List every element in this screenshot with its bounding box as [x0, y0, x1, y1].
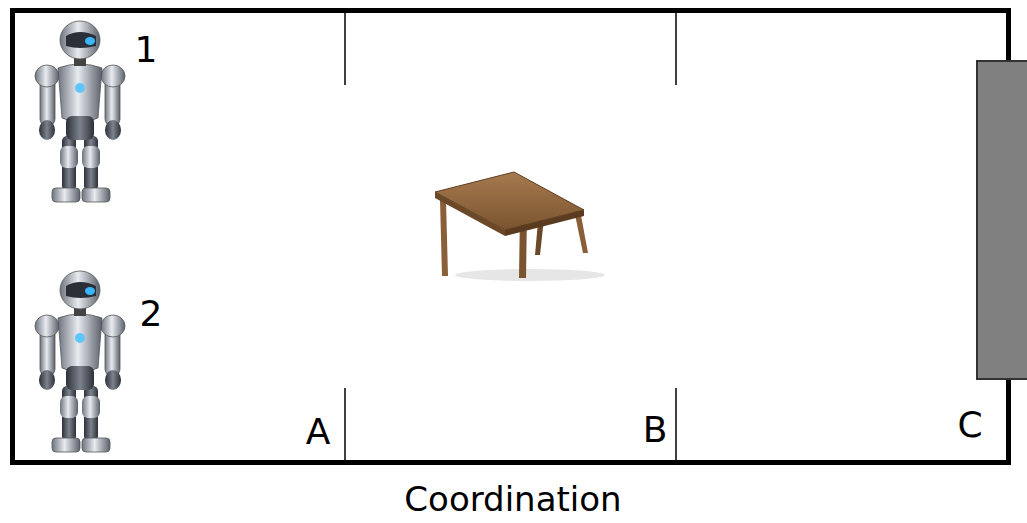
zone-label: C: [957, 407, 982, 443]
figure-caption: Coordination: [404, 482, 621, 516]
zone-label: A: [306, 414, 331, 450]
callout-number: 2: [140, 296, 163, 332]
zone-label: B: [643, 412, 668, 448]
callout-number: 1: [135, 32, 158, 68]
